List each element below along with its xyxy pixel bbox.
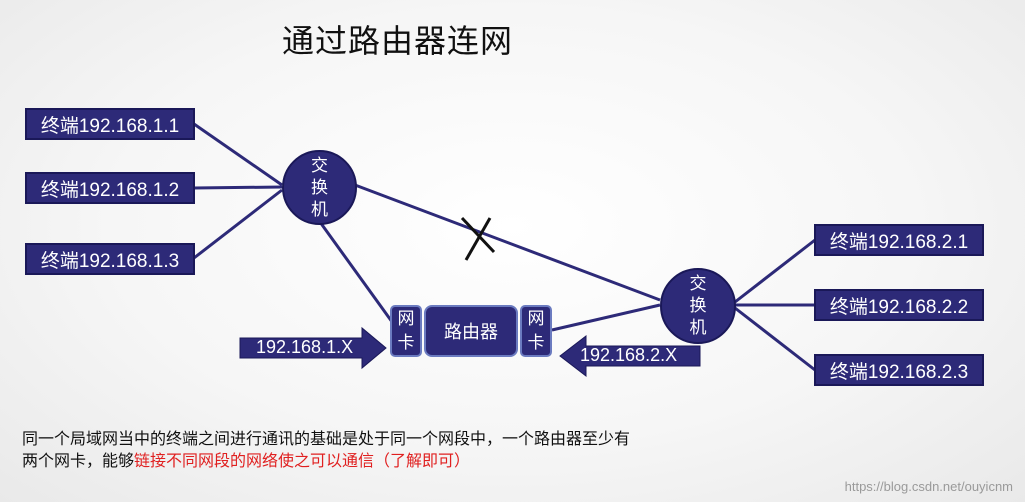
terminal-box: 终端192.168.2.1 xyxy=(814,224,984,256)
switch-left: 交 换 机 xyxy=(282,150,357,225)
switch-label: 交 xyxy=(311,155,328,176)
router: 路由器 xyxy=(424,305,518,357)
terminal-box: 终端192.168.1.1 xyxy=(25,108,195,140)
blocked-mark xyxy=(460,216,496,261)
link-switch-terminal-6 xyxy=(734,306,816,372)
note-text: 同一个局域网当中的终端之间进行通讯的基础是处于同一个网段中，一个路由器至少有两个… xyxy=(22,429,631,470)
nic-label: 卡 xyxy=(527,333,545,353)
link-switch-switch xyxy=(354,183,661,302)
right-subnet-arrow xyxy=(559,334,701,378)
left-subnet-label: 192.168.1.X xyxy=(256,337,354,357)
terminal-box: 终端192.168.2.3 xyxy=(814,354,984,386)
explanation-note: 同一个局域网当中的终端之间进行通讯的基础是处于同一个网段中，一个路由器至少有两个… xyxy=(22,428,642,472)
terminal-box: 终端192.168.1.3 xyxy=(25,243,195,275)
link-switch-terminal-4 xyxy=(734,238,816,304)
switch-label: 机 xyxy=(311,199,328,220)
switch-label: 换 xyxy=(689,296,707,316)
router-nic-left: 网 卡 xyxy=(390,305,422,357)
switch-label: 交 xyxy=(689,274,707,294)
nic-label: 网 xyxy=(397,309,415,329)
terminal-box: 终端192.168.2.2 xyxy=(814,289,984,321)
switch-label: 机 xyxy=(689,318,707,338)
note-highlight: 链接不同网段的网络使之可以通信（了解即可） xyxy=(134,451,471,470)
link-router-switch xyxy=(551,303,661,332)
link-terminal-3-switch xyxy=(193,188,283,260)
terminal-box: 终端192.168.1.2 xyxy=(25,172,195,204)
router-nic-right: 网 卡 xyxy=(520,305,552,357)
page-title: 通过路由器连网 xyxy=(282,22,514,60)
link-terminal-2-switch xyxy=(193,185,283,190)
right-subnet-label: 192.168.2.X xyxy=(580,345,678,365)
nic-label: 网 xyxy=(527,309,545,329)
link-terminal-1-switch xyxy=(193,122,283,187)
nic-label: 卡 xyxy=(397,333,415,353)
watermark: https://blog.csdn.net/ouyicnm xyxy=(844,479,1013,494)
switch-label: 换 xyxy=(311,177,328,198)
left-subnet-arrow xyxy=(239,326,387,370)
switch-right: 交 换 机 xyxy=(660,268,736,344)
link-switch-router xyxy=(318,221,397,327)
